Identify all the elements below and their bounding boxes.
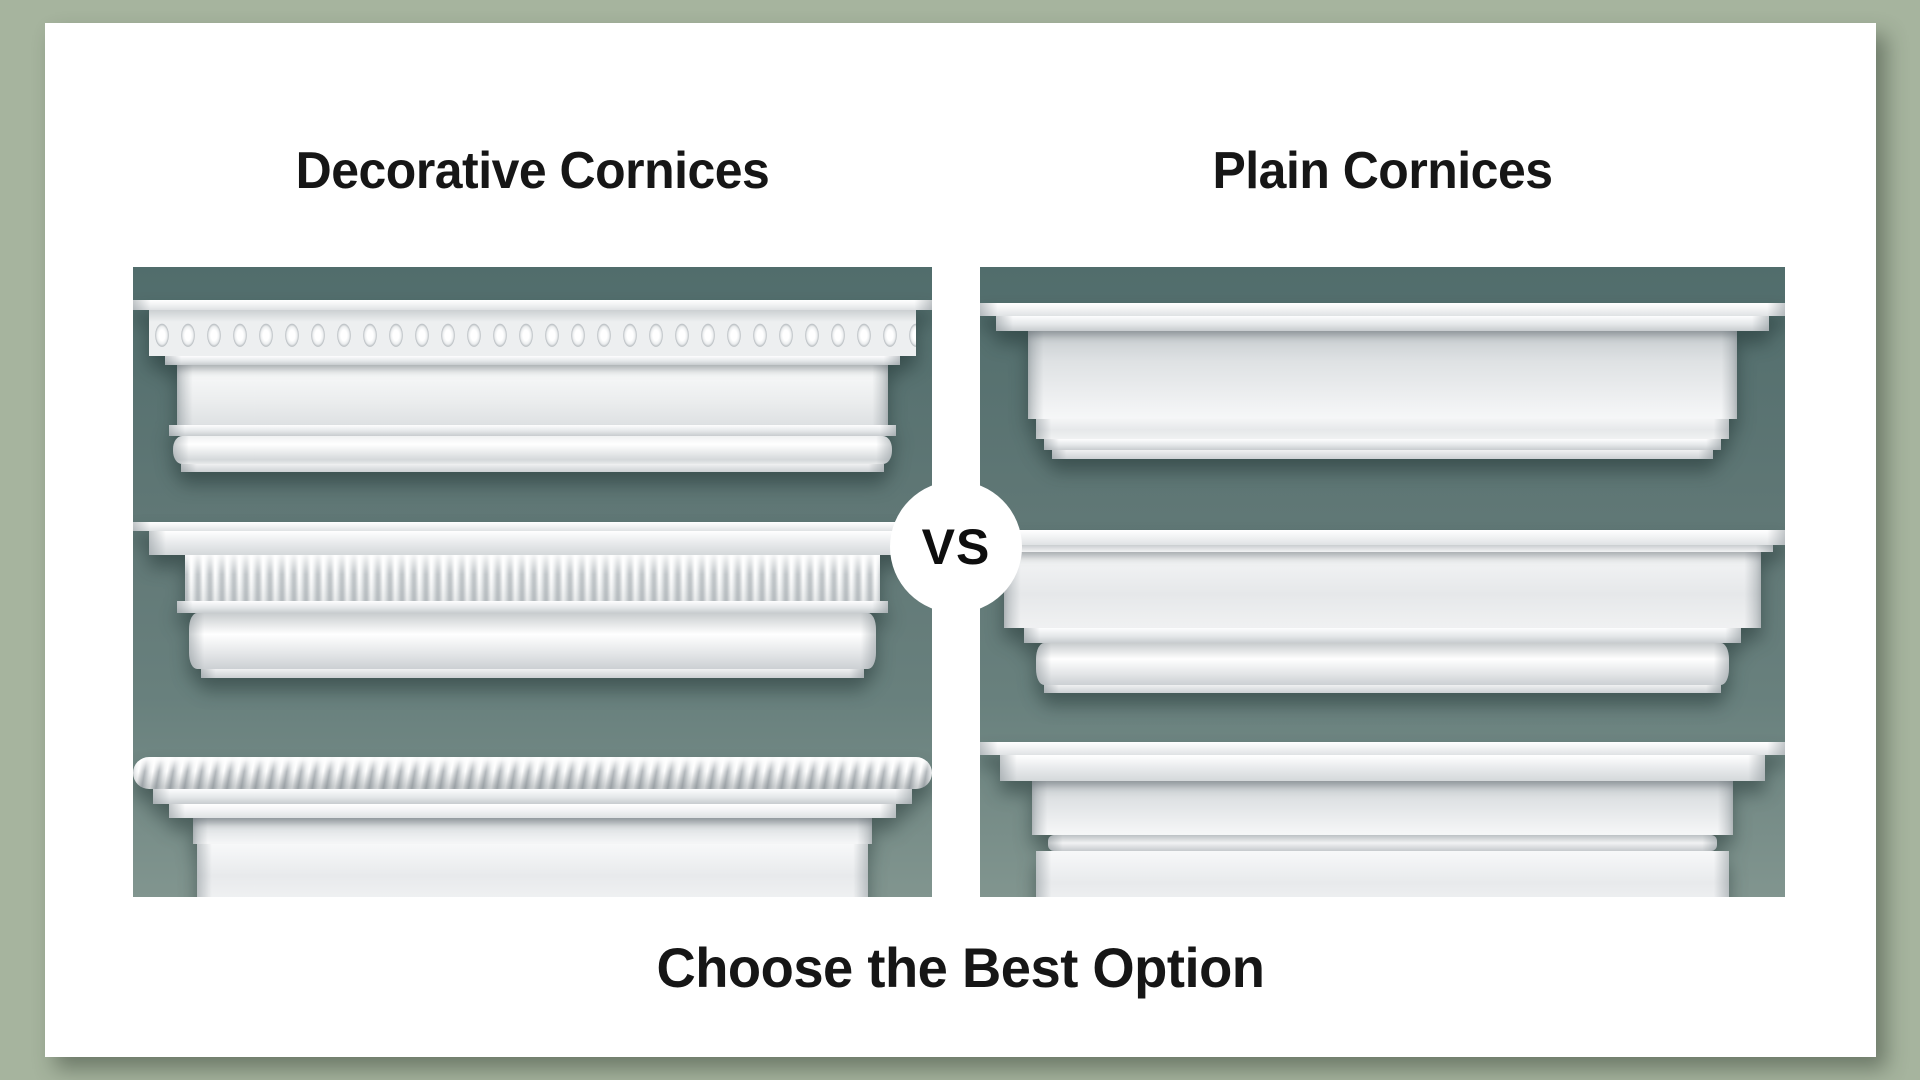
decorative-cornices-panel: [133, 267, 932, 897]
molding-band: [1000, 755, 1765, 781]
molding-band: [133, 300, 932, 310]
right-panel-title: Plain Cornices: [1212, 142, 1553, 200]
molding-band: [1052, 450, 1713, 459]
vs-badge: VS: [890, 481, 1022, 613]
molding-band: [1032, 781, 1733, 835]
fluted-band: [184, 555, 881, 601]
rope-edge-cornice-illustration: [133, 757, 932, 897]
molding-band: [148, 531, 917, 555]
molding-band: [180, 464, 885, 472]
molding-band: [996, 316, 1769, 331]
bottom-caption: Choose the Best Option: [656, 936, 1265, 999]
molding-band: [1036, 851, 1729, 897]
fluted-cornice-illustration: [133, 522, 932, 678]
molding-band: [1024, 628, 1741, 643]
molding-band: [196, 844, 869, 897]
molding-band: [1044, 685, 1721, 693]
molding-band: [152, 789, 913, 804]
molding-band: [1048, 835, 1717, 851]
comparison-card: Decorative Cornices Plain Cornices: [45, 23, 1876, 1057]
plain-cornices-panel: [980, 267, 1785, 897]
molding-band: [168, 425, 897, 436]
left-panel-title: Decorative Cornices: [295, 142, 770, 200]
molding-band: [1044, 439, 1721, 450]
rope-twist-band: [133, 757, 932, 789]
molding-band: [980, 742, 1785, 755]
molding-band: [1004, 552, 1761, 628]
molding-band: [192, 818, 873, 844]
molding-band: [1028, 331, 1737, 419]
molding-band: [176, 365, 889, 425]
molding-band: [172, 436, 893, 464]
molding-band: [200, 669, 865, 678]
molding-band: [1036, 419, 1729, 439]
molding-band: [980, 303, 1785, 316]
plain-smooth-cornice-illustration: [980, 742, 1785, 897]
egg-and-dart-band: [148, 310, 917, 356]
plain-stepped-cornice-illustration: [980, 530, 1785, 693]
molding-band: [164, 356, 901, 365]
egg-and-dart-cornice-illustration: [133, 300, 932, 472]
molding-band: [188, 613, 877, 669]
vs-label: VS: [921, 519, 991, 575]
molding-band: [992, 545, 1773, 552]
molding-band: [133, 522, 932, 531]
plain-cove-cornice-illustration: [980, 303, 1785, 459]
molding-band: [176, 601, 889, 613]
molding-band: [1036, 643, 1729, 685]
molding-band: [980, 530, 1785, 545]
molding-band: [168, 804, 897, 818]
